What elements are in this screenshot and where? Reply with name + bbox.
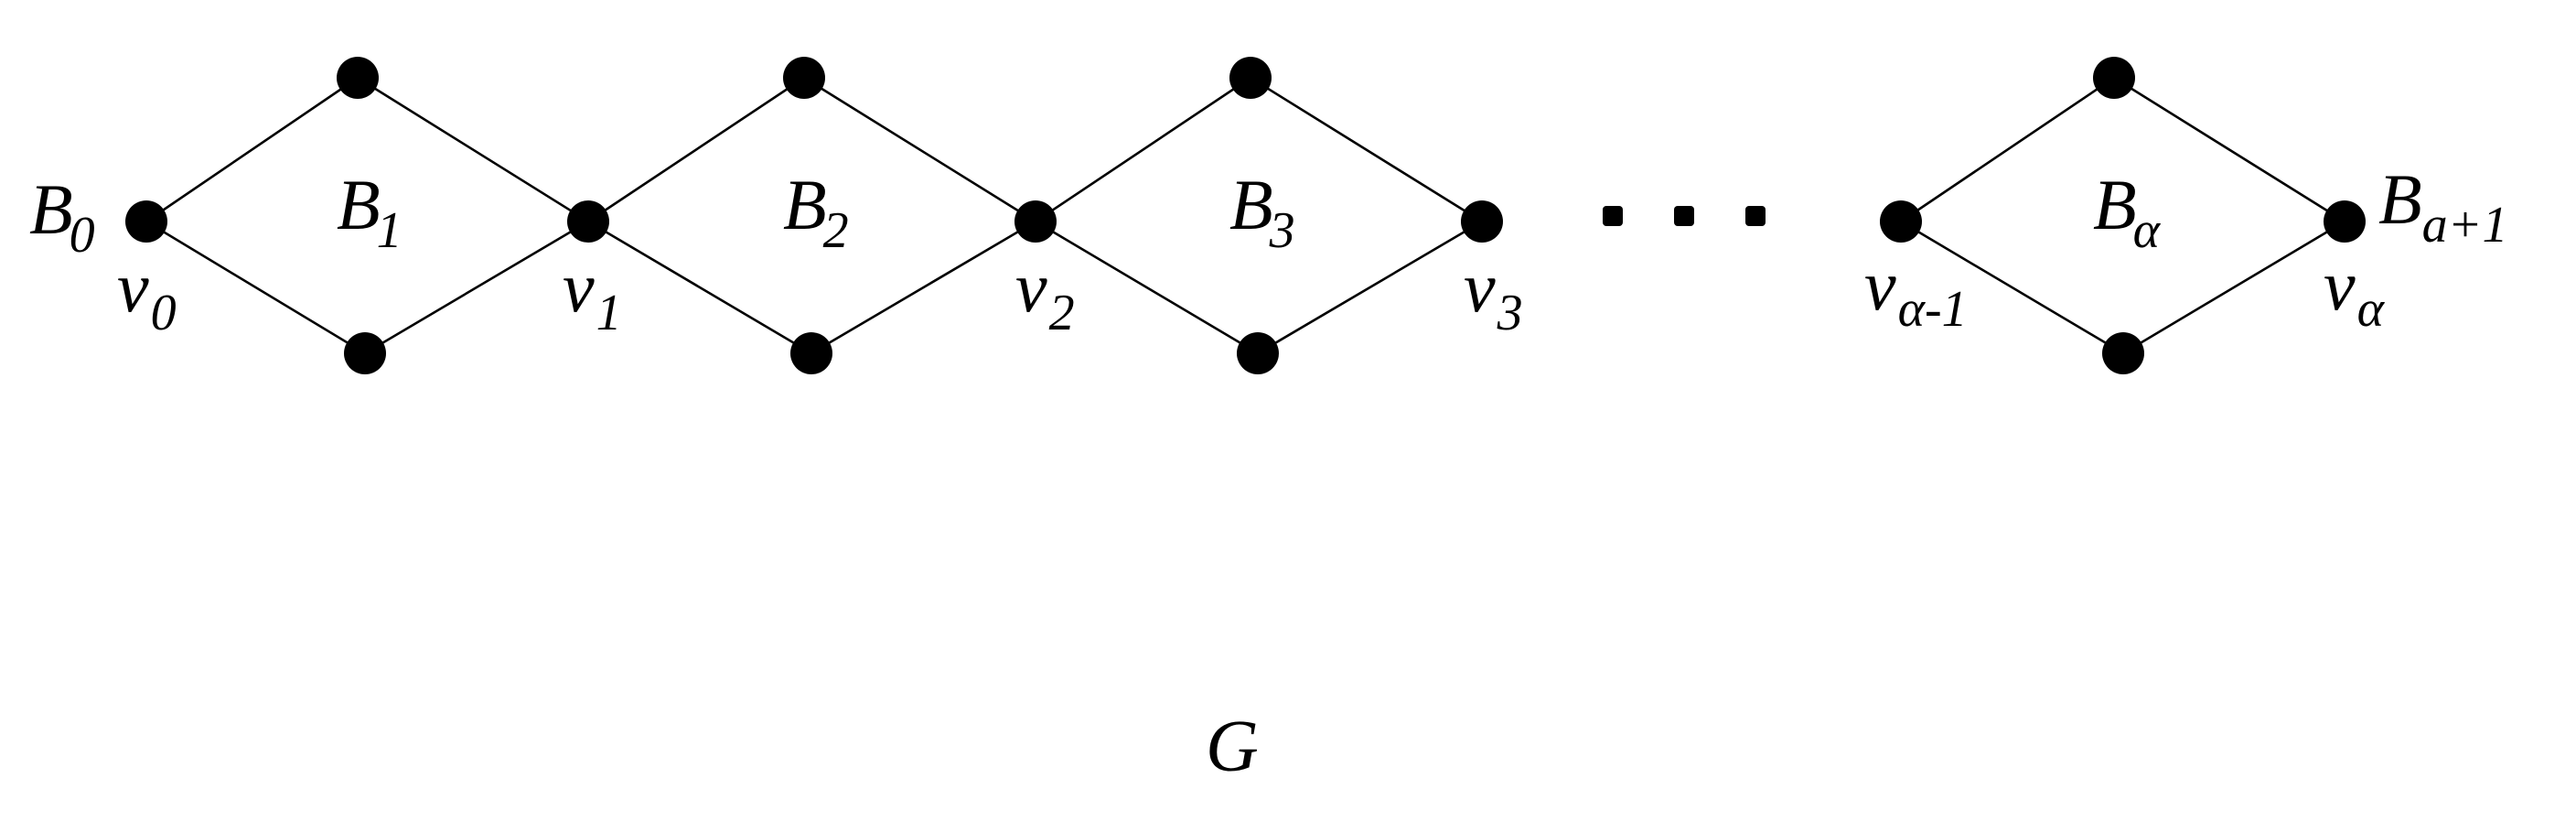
edge (810, 220, 1036, 355)
cut-vertex-v-alpha-minus-1 (1880, 200, 1922, 243)
vertex-top (1229, 57, 1272, 99)
edge (1035, 76, 1251, 223)
edge (2122, 220, 2345, 355)
cut-vertex-v3 (1461, 200, 1503, 243)
block-label-b3: B3 (1229, 165, 1295, 259)
edge (1257, 220, 1483, 355)
edge (145, 220, 366, 355)
edge (357, 76, 589, 223)
edge (1035, 220, 1259, 355)
ellipsis-dots (1603, 206, 1766, 226)
cut-vertex-v0 (125, 200, 167, 243)
edge (803, 76, 1036, 223)
edge (145, 76, 359, 223)
vertices (125, 57, 2366, 374)
vertex-top (783, 57, 825, 99)
edge (1900, 220, 2124, 355)
ellipsis-dot (1603, 206, 1623, 226)
edge (364, 220, 589, 355)
edge (1900, 76, 2115, 223)
edges (145, 76, 2345, 355)
edge (2113, 76, 2345, 223)
vertex-top (337, 57, 379, 99)
block-label-b0: B0 (29, 169, 95, 264)
ellipsis-dot (1674, 206, 1694, 226)
vertex-bottom (1237, 332, 1279, 374)
vertex-label-v-alpha: vα (2324, 245, 2386, 338)
cut-vertex-v-alpha (2324, 200, 2366, 243)
vertex-labels: v0 v1 v2 v3 vα-1 vα (117, 245, 2386, 341)
ellipsis-dot (1745, 206, 1766, 226)
vertex-bottom (344, 332, 386, 374)
cut-vertex-v1 (567, 200, 609, 243)
block-label-b-alpha: Bα (2093, 165, 2162, 259)
vertex-bottom (2102, 332, 2144, 374)
block-label-b-a-plus-1: Ba+1 (2378, 159, 2507, 254)
edge (587, 76, 805, 223)
vertex-label-v0: v0 (117, 247, 177, 341)
edge (1250, 76, 1483, 223)
vertex-label-v-alpha-minus-1: vα-1 (1864, 245, 1968, 338)
vertex-label-v2: v2 (1015, 247, 1075, 341)
cut-vertex-v2 (1014, 200, 1057, 243)
vertex-label-v3: v3 (1464, 247, 1523, 341)
block-label-b2: B2 (783, 165, 849, 259)
vertex-top (2093, 57, 2135, 99)
vertex-label-v1: v1 (563, 247, 622, 341)
vertex-bottom (790, 332, 832, 374)
block-label-b1: B1 (337, 165, 402, 259)
edge (587, 220, 812, 355)
graph-caption: G (1206, 707, 1259, 787)
block-labels: B0 B1 B2 B3 Bα Ba+1 (29, 159, 2507, 264)
